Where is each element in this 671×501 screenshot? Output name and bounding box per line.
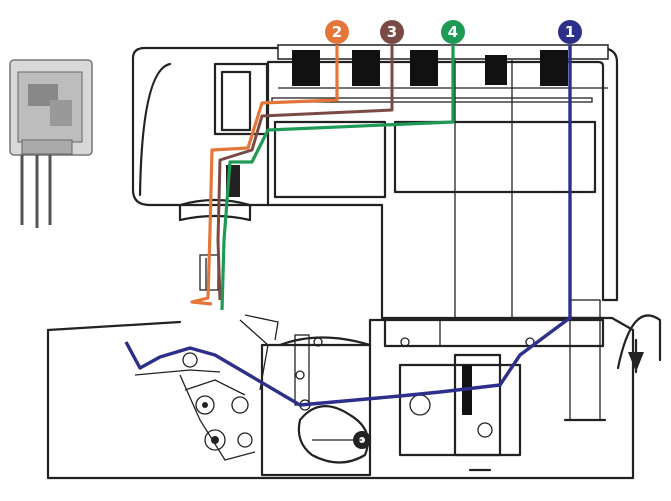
thread-1-path — [124, 45, 572, 407]
lower-looper-disc — [297, 405, 371, 464]
thread-3-path — [216, 45, 394, 301]
thread-badge-3: 3 — [380, 20, 404, 44]
machine-lower-body — [46, 299, 662, 480]
needle-inset-icon — [9, 59, 93, 228]
thread-badge-4: 4 — [441, 20, 465, 44]
svg-text:1: 1 — [565, 23, 575, 41]
thread-guide-knobs — [277, 44, 609, 89]
thread-2-path — [190, 45, 339, 306]
looper-mechanism — [134, 314, 323, 461]
thread-4-path — [220, 45, 455, 311]
svg-text:4: 4 — [448, 23, 458, 41]
thread-badge-1: 1 — [558, 20, 582, 44]
thread-badge-2: 2 — [325, 20, 349, 44]
machine-upper-body — [131, 46, 619, 348]
svg-text:2: 2 — [332, 23, 342, 41]
svg-text:3: 3 — [387, 23, 397, 41]
